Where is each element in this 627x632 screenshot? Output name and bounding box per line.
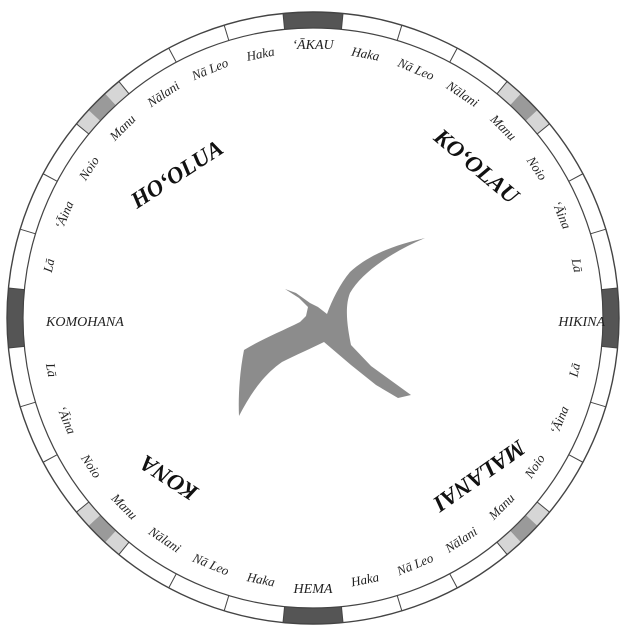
house-la: Lā (43, 361, 61, 379)
house-nalani: Nālani (145, 523, 184, 556)
house-na-leo: Nā Leo (395, 54, 437, 83)
house-na-leo: Nā Leo (190, 550, 232, 579)
house-haka: Haka (244, 43, 276, 63)
house-nalani: Nālani (441, 523, 480, 556)
house-haka: Haka (349, 569, 381, 589)
wind-kona: KONA (135, 450, 203, 506)
house-na-leo: Nā Leo (394, 550, 436, 579)
house-la: Lā (568, 256, 586, 274)
house-haka: Haka (349, 43, 381, 63)
house-manu: Manu (108, 490, 141, 523)
house-na-leo: Nā Leo (189, 55, 231, 84)
cardinal-house (283, 607, 343, 624)
house-noio: Noio (523, 153, 550, 184)
direction-west: KOMOHANA (45, 315, 124, 330)
house-aina: ʻĀina (52, 198, 77, 231)
house-manu: Manu (487, 111, 520, 144)
direction-south: HEMA (293, 582, 333, 597)
direction-east: HIKINA (557, 315, 605, 330)
house-aina: ʻĀina (550, 199, 575, 232)
cardinal-house (7, 288, 24, 348)
house-haka: Haka (245, 569, 277, 589)
frigatebird-icon (239, 238, 425, 416)
house-manu: Manu (106, 111, 139, 144)
direction-north: ʻĀKAU (292, 37, 334, 53)
house-aina: ʻĀina (547, 403, 572, 436)
wind-malanai: MALANAI (428, 435, 531, 518)
house-manu: Manu (485, 490, 518, 523)
wind-hoolua: HOʻOLUA (125, 135, 227, 214)
house-la: Lā (565, 361, 583, 379)
house-aina: ʻĀina (54, 404, 79, 437)
house-noio: Noio (75, 153, 102, 184)
cardinal-house (283, 12, 343, 29)
house-nalani: Nālani (443, 77, 482, 110)
house-la: Lā (40, 257, 58, 275)
house-noio: Noio (78, 451, 105, 482)
house-nalani: Nālani (144, 78, 183, 111)
